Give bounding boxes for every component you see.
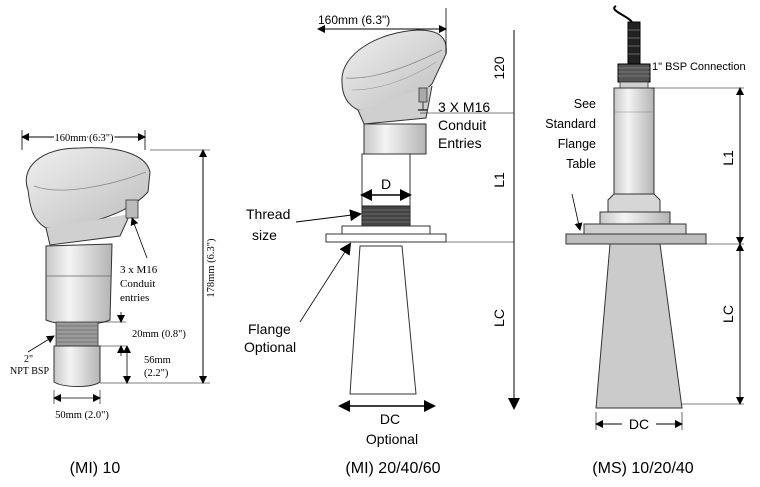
mi20-conduit-label-2: Conduit <box>438 117 486 133</box>
diagram-mi-10: 160mm (6.3") 178mm (6.3") 3 x M16 Condui… <box>10 130 217 477</box>
mi20-conduit-fitting <box>418 87 428 103</box>
ms-dc-label: DC <box>629 416 649 432</box>
ms-see-label-1: See <box>574 97 596 111</box>
ms-flange <box>565 233 707 245</box>
mi10-base-width-label: 50mm (2.0") <box>55 410 109 421</box>
mi20-flange-label-2: Optional <box>244 339 296 355</box>
mi10-stem-dim-label-1: 56mm <box>144 355 171 366</box>
mi10-thread-dim-label: 20mm (0.8") <box>132 329 186 340</box>
mi20-thread-label-2: size <box>252 227 277 243</box>
mi20-head-height-label: 120 <box>491 56 507 80</box>
diagram-ms-10-20-40: 1" BSP Connection See Standard Flange Ta… <box>545 5 746 477</box>
ms-body <box>613 87 655 195</box>
mi20-conduit-label-1: 3 X M16 <box>438 99 490 115</box>
mi20-horn <box>349 245 417 395</box>
ms-caption: (MS) 10/20/40 <box>592 460 693 477</box>
mi10-width-label: 160mm (6.3") <box>54 133 114 144</box>
mi20-l1-label: L1 <box>491 172 507 188</box>
mi20-upper-body <box>363 123 427 155</box>
mi10-stem <box>53 345 101 387</box>
mi10-stem-dim-label-2: (2.2") <box>144 368 169 379</box>
mi20-flange-label-1: Flange <box>248 321 291 337</box>
mi10-conduit-port <box>125 199 139 219</box>
mi20-flange <box>325 233 447 243</box>
ms-l1-label: L1 <box>720 150 736 166</box>
ms-see-label-3: Flange <box>558 137 596 151</box>
ms-cable-gland <box>627 21 641 65</box>
ms-cable <box>613 5 633 23</box>
ms-connection-label: 1" BSP Connection <box>652 61 746 73</box>
ms-see-label-4: Table <box>566 157 596 171</box>
mi10-npt-label-1: 2" <box>24 354 33 365</box>
mi20-conduit-label-3: Entries <box>438 135 482 151</box>
ms-horn <box>595 243 683 409</box>
mi10-conduit-label-3: entries <box>120 292 149 304</box>
mi20-thread-label-1: Thread <box>246 206 290 222</box>
mi10-conduit-label-1: 3 x M16 <box>120 264 158 276</box>
ms-see-label-2: Standard <box>545 117 596 131</box>
mi10-conduit-label-2: Conduit <box>120 278 155 290</box>
mi10-body <box>45 243 113 325</box>
mi20-width-label: 160mm (6.3") <box>318 13 390 27</box>
mi10-npt-label-2: NPT BSP <box>10 366 49 377</box>
mi10-height-label: 178mm (6.3") <box>206 238 217 298</box>
mi20-lc-label: LC <box>491 309 507 327</box>
mi20-d-label: D <box>381 176 391 192</box>
diagram-mi-20-40-60: 160mm (6.3") D 120 <box>244 8 520 477</box>
ms-bsp-connection <box>617 63 651 83</box>
mi20-dc-label-1: DC <box>380 411 400 427</box>
mi20-caption: (MI) 20/40/60 <box>345 460 440 477</box>
ms-lc-label: LC <box>720 305 736 323</box>
mi10-caption: (MI) 10 <box>70 460 121 477</box>
mi20-dc-label-2: Optional <box>366 431 418 447</box>
